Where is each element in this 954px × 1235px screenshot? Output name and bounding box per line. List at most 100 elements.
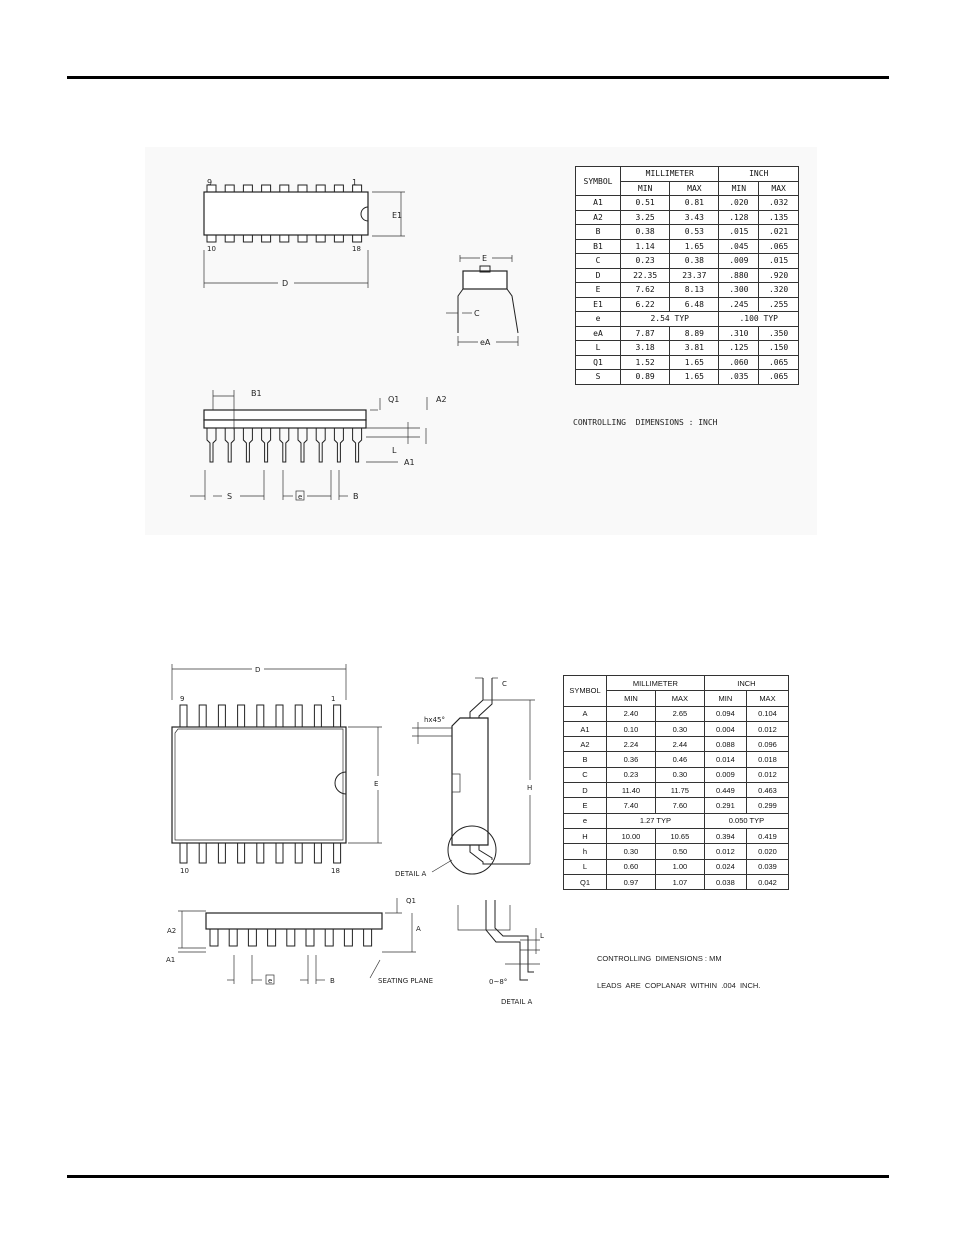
table-cell-mm-min: 11.40 <box>606 782 656 799</box>
table-cell-sym: A2 <box>563 736 607 753</box>
table-cell-in-min: 0.004 <box>703 720 747 738</box>
soic-pin-bottom <box>198 842 207 864</box>
soic-dimension-table: SYMBOL MILLIMETER INCH MIN MAX MIN MAX A… <box>563 674 790 891</box>
table-cell-in-min: 0.038 <box>703 873 747 891</box>
soic-pin-top <box>217 704 226 728</box>
table-cell-in-max: .065 <box>758 238 799 254</box>
mm-min-header: MIN <box>619 180 671 196</box>
soic-l-label: L <box>540 932 544 940</box>
dip-body-top-view <box>203 191 369 236</box>
table-cell-mm-max: 1.65 <box>669 369 720 385</box>
dip-lead-side <box>279 428 290 463</box>
soic-body-side-view <box>205 912 383 930</box>
table-cell-in-min: 0.014 <box>703 751 747 768</box>
table-cell-in-typ: 0.050 TYP <box>703 812 790 829</box>
soic-e-pitch-label: e <box>268 977 272 985</box>
in-max-header: MAX <box>745 690 790 707</box>
mm-min-header: MIN <box>606 690 656 707</box>
soic-lead-side <box>305 929 315 947</box>
soic-pin-bottom <box>275 842 284 864</box>
soic-lead-side <box>247 929 257 947</box>
soic-notch <box>334 771 347 795</box>
soic-d-label: D <box>255 666 260 674</box>
table-cell-sym: e <box>563 812 607 829</box>
table-cell-mm-max: 7.60 <box>654 797 705 814</box>
table-cell-sym: B1 <box>575 238 621 254</box>
soic-pin-18-label: 18 <box>331 867 340 875</box>
table-cell-in-max: .150 <box>758 340 799 356</box>
table-cell-in-min: .035 <box>718 369 760 385</box>
soic-pin-1-label: 1 <box>331 695 335 703</box>
soic-top-view: D 9 1 10 18 E <box>171 664 382 875</box>
table-cell-in-max: .065 <box>758 369 799 385</box>
table-cell-mm-min: 0.97 <box>606 873 656 891</box>
table-cell-in-max: .135 <box>758 209 799 225</box>
soic-pin-top <box>198 704 207 728</box>
table-cell-mm-max: 1.07 <box>654 873 705 891</box>
table-cell-in-min: 0.094 <box>703 705 747 722</box>
dip-end-view: E C eA <box>446 254 519 347</box>
table-cell-in-max: .032 <box>758 195 799 211</box>
table-cell-mm-max: 0.81 <box>669 195 720 211</box>
soic-angle-label: 0~8° <box>489 978 507 986</box>
top-rule <box>67 76 889 79</box>
soic-side-view: Q1 A2 A1 A e B SEATING PLANE <box>166 897 433 985</box>
table-cell-sym: h <box>563 843 607 860</box>
soic-pin-top <box>275 704 284 728</box>
table-cell-mm-min: 0.23 <box>606 766 656 784</box>
table-cell-mm-min: 0.36 <box>606 751 656 768</box>
dip-a1-label: A1 <box>404 458 415 467</box>
soic-pin-top <box>256 704 265 728</box>
table-cell-mm-min: 7.40 <box>606 797 656 814</box>
soic-coplanar-note: LEADS ARE COPLANAR WITHIN .004 INCH. <box>597 981 761 990</box>
table-cell-sym: D <box>563 782 607 799</box>
mm-max-header: MAX <box>654 690 705 707</box>
dip-lead-side <box>333 428 344 463</box>
dip-d-label: D <box>282 279 288 288</box>
table-cell-in-min: 0.449 <box>703 782 747 799</box>
table-cell-sym: B <box>575 224 621 240</box>
mm-max-header: MAX <box>669 180 720 196</box>
table-cell-in-min: 0.088 <box>703 736 747 753</box>
soic-pin-bottom <box>217 842 226 864</box>
table-cell-sym: C <box>563 766 607 784</box>
table-cell-in-max: 0.039 <box>745 858 790 875</box>
table-cell-in-min: .015 <box>718 224 760 240</box>
table-cell-mm-max: 1.65 <box>669 238 720 254</box>
table-cell-in-max: 0.012 <box>745 766 790 784</box>
dip-lead-side <box>297 428 308 463</box>
table-cell-in-min: 0.394 <box>703 827 747 845</box>
table-header-row: SYMBOL MILLIMETER INCH <box>575 166 799 196</box>
dip-a2-label: A2 <box>436 395 447 404</box>
soic-h-label: H <box>527 784 532 792</box>
table-cell-mm-max: 0.53 <box>669 224 720 240</box>
dip-lead-side <box>206 428 217 463</box>
soic-lead-side <box>324 929 334 947</box>
table-cell-sym: A2 <box>575 209 621 225</box>
dip-top-view: 9 1 10 18 E1 D <box>203 178 405 288</box>
table-cell-in-min: 0.009 <box>703 766 747 784</box>
soic-e-label: E <box>374 780 378 788</box>
table-cell-mm-max: 3.43 <box>669 209 720 225</box>
table-cell-in-min: 0.024 <box>703 858 747 875</box>
soic-h45-label: hx45° <box>424 716 445 724</box>
table-cell-sym: E <box>563 797 607 814</box>
dip-lead-side <box>224 428 235 463</box>
dip-b1-label: B1 <box>251 389 262 398</box>
table-cell-sym: Q1 <box>563 873 607 891</box>
table-cell-in-max: 0.012 <box>745 720 790 738</box>
table-cell-mm-max: 0.30 <box>654 720 705 738</box>
table-cell-in-max: 0.419 <box>745 827 790 845</box>
table-cell-mm-min: 0.30 <box>606 843 656 860</box>
table-cell-in-min: 0.291 <box>703 797 747 814</box>
soic-pin-top <box>333 704 342 728</box>
table-cell-in-max: 0.018 <box>745 751 790 768</box>
symbol-header: SYMBOL <box>563 675 607 707</box>
